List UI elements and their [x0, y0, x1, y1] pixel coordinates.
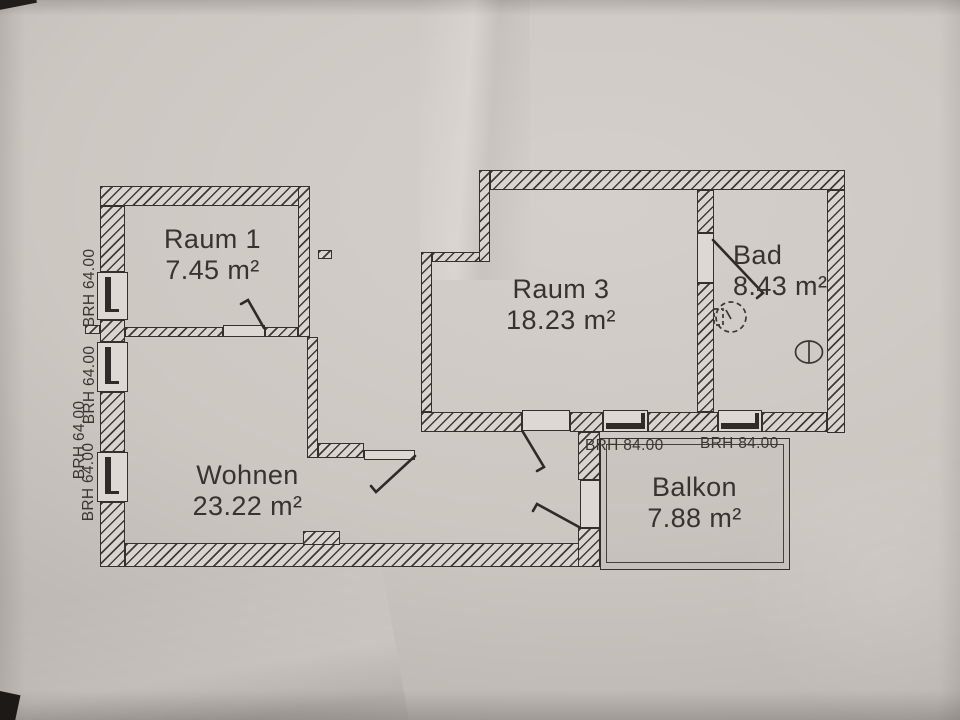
- sill-height-label: BRH 64.00: [80, 442, 97, 522]
- sill-height-label: BRH 84.00: [700, 435, 779, 452]
- bathroom-basin-mount: [713, 308, 724, 326]
- balcony-outline: [600, 438, 790, 570]
- room-label-raum3: Raum 3 18.23 m²: [480, 274, 642, 336]
- wall-segment: [578, 528, 600, 567]
- room-name: Raum 1: [164, 224, 261, 254]
- room-area: 8.43 m²: [733, 271, 828, 301]
- wall-segment: [578, 432, 600, 480]
- room-area: 18.23 m²: [506, 305, 616, 335]
- wall-segment: [100, 502, 125, 567]
- bathroom-basin-mark: [725, 309, 732, 320]
- wall-segment: [265, 327, 298, 337]
- wall-segment: [100, 206, 125, 272]
- bathroom-basin-fixture: [715, 301, 747, 333]
- window-hook: [105, 491, 119, 494]
- door-swing-icon: [711, 238, 765, 300]
- wall-segment: [570, 412, 603, 432]
- door-opening: [697, 233, 714, 283]
- window-symbol: [97, 342, 128, 392]
- wall-segment: [421, 252, 432, 412]
- room-label-wohnen: Wohnen 23.22 m²: [160, 460, 335, 522]
- wall-segment: [697, 283, 714, 412]
- wall-segment: [318, 250, 332, 259]
- wall-segment: [648, 412, 718, 432]
- room-name: Bad: [733, 240, 783, 270]
- wall-segment: [303, 531, 340, 545]
- room-label-bad: Bad 8.43 m²: [733, 240, 848, 302]
- window-hook: [641, 413, 645, 426]
- balcony-outline-inner: [606, 444, 784, 563]
- window-symbol: [718, 410, 762, 432]
- wall-segment: [318, 443, 364, 458]
- room-name: Raum 3: [512, 274, 610, 304]
- door-opening: [580, 480, 600, 528]
- window-glazing-line: [105, 277, 111, 311]
- wall-segment: [479, 170, 490, 262]
- wall-segment: [100, 186, 310, 206]
- room-area: 7.88 m²: [647, 503, 742, 533]
- window-glazing-line: [105, 457, 111, 493]
- sill-height-label: BRH 84.00: [585, 437, 664, 454]
- window-hook: [755, 413, 759, 426]
- wall-segment: [490, 170, 845, 190]
- wall-segment: [298, 186, 310, 337]
- wall-segment: [100, 392, 125, 452]
- sill-height-label: BRH 64.00: [81, 248, 98, 328]
- door-swing-icon: [521, 430, 546, 473]
- wall-segment: [307, 337, 318, 458]
- room-area: 23.22 m²: [192, 491, 303, 521]
- wall-segment: [421, 412, 522, 432]
- window-glazing-line: [606, 423, 645, 429]
- room-name: Wohnen: [196, 460, 299, 490]
- window-symbol: [603, 410, 648, 432]
- wall-segment: [762, 412, 827, 432]
- window-glazing-line: [721, 423, 759, 429]
- room-label-balkon: Balkon 7.88 m²: [602, 472, 787, 534]
- window-glazing-line: [105, 347, 111, 383]
- window-symbol: [97, 452, 128, 502]
- window-symbol: [97, 272, 128, 320]
- wall-segment: [85, 325, 100, 334]
- door-swing-icon: [239, 298, 266, 330]
- door-opening: [223, 325, 265, 337]
- wall-segment: [125, 543, 600, 567]
- door-swing-icon: [369, 454, 417, 494]
- room-name: Balkon: [652, 472, 737, 502]
- window-hook: [105, 381, 119, 384]
- wall-segment: [125, 327, 223, 337]
- room-area: 7.45 m²: [165, 255, 260, 285]
- wall-segment: [100, 320, 125, 342]
- window-hook: [105, 309, 119, 312]
- wall-segment: [697, 190, 714, 233]
- room-label-raum1: Raum 1 7.45 m²: [130, 224, 295, 286]
- wall-segment: [827, 190, 845, 433]
- door-opening: [522, 410, 570, 431]
- door-swing-icon: [531, 502, 581, 529]
